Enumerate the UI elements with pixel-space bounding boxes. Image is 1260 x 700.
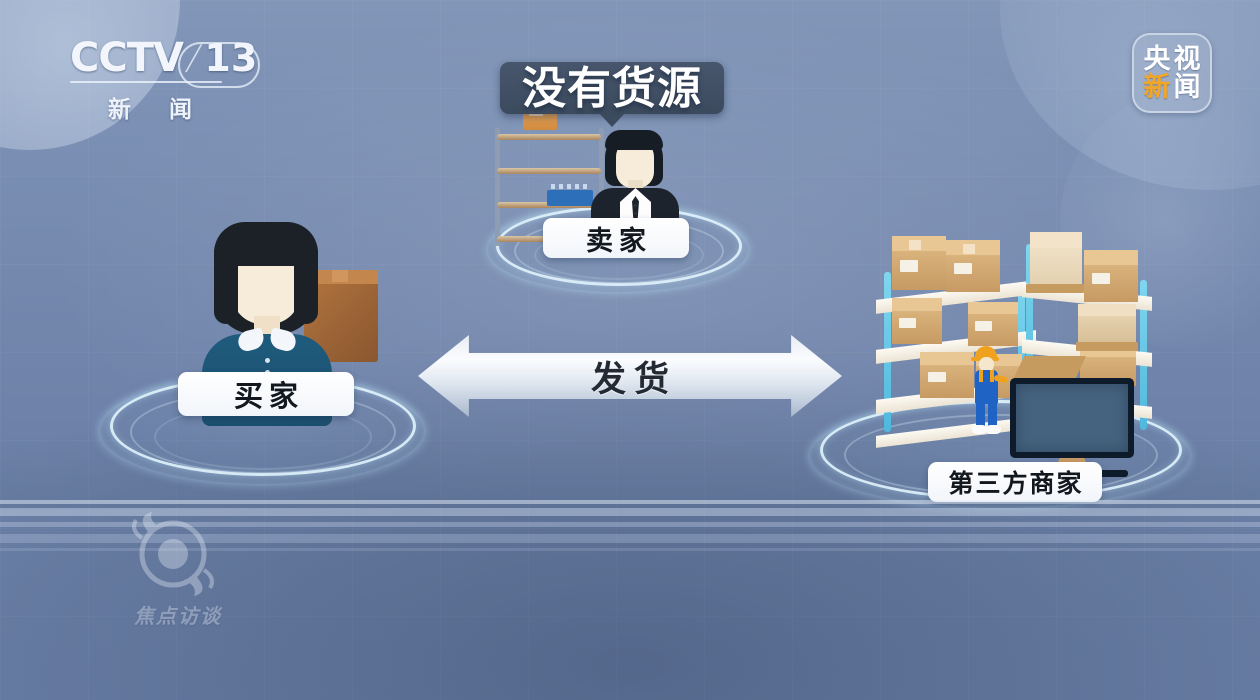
buyer-hair-right (294, 240, 318, 324)
seller-button (634, 212, 637, 215)
yangshi-char-xin: 新 (1143, 71, 1171, 103)
monitor-icon (1010, 378, 1134, 477)
warehouse-worker-icon (970, 346, 1009, 434)
worker-strap (979, 370, 983, 382)
lower-third-stripes (0, 498, 1260, 556)
cctv-13-logo: CCTV / 13 新 闻 (70, 38, 260, 124)
worker-face (979, 357, 994, 372)
flow-arrow: 发货 (418, 335, 842, 417)
carton-icon (920, 352, 974, 398)
warehouse-rack-right (1022, 232, 1152, 430)
yangshi-news-logo: 央 视 新 闻 (1132, 33, 1212, 113)
node-label-third-party-merchant: 第三方商家 (928, 462, 1102, 502)
carton-icon (1030, 232, 1082, 288)
cctv-capsule-outline (178, 42, 260, 88)
monitor-screen (1010, 378, 1134, 458)
carton-icon (1084, 250, 1138, 302)
seller-hair-top (605, 130, 663, 150)
swirl-eye-icon (132, 512, 214, 596)
seller-button (634, 204, 637, 207)
carton-icon (946, 240, 1000, 292)
worker-shoe-left (972, 425, 987, 434)
carton-icon (892, 298, 942, 344)
speech-bubble (500, 62, 724, 114)
warehouse-icon (862, 232, 1152, 477)
node-label-buyer: 买家 (178, 372, 354, 416)
cctv-underline (70, 81, 222, 83)
jiaodian-fangtan-watermark: 焦点访谈 (108, 508, 248, 638)
node-label-seller: 卖家 (543, 218, 689, 258)
warehouse-rack-left (876, 236, 1036, 448)
flow-arrow-label: 发货 (590, 359, 677, 400)
buyer-hair-left (214, 240, 238, 324)
program-name: 焦点访谈 (134, 604, 222, 628)
buyer-button (265, 358, 270, 363)
yangshi-char-yang: 央 (1143, 43, 1171, 75)
worker-leg-right (988, 402, 997, 428)
carton-icon (968, 302, 1018, 346)
worker-leg-left (976, 402, 985, 428)
pallet-board (1014, 356, 1086, 378)
shelf-blue-bin (547, 190, 593, 206)
cctv-channel-subtitle: 新 闻 (107, 97, 207, 123)
buyer-platform-ring (92, 372, 432, 490)
yangshi-char-wen: 闻 (1173, 71, 1201, 103)
carton-icon (892, 236, 946, 290)
worker-strap (990, 370, 994, 382)
cctv-wordmark: CCTV (70, 35, 184, 81)
hard-hat-icon (975, 346, 997, 360)
worker-shoe-right (986, 425, 1001, 434)
yangshi-char-shi: 视 (1173, 43, 1201, 75)
shelf-items (551, 184, 589, 189)
seller-tie (632, 196, 639, 226)
